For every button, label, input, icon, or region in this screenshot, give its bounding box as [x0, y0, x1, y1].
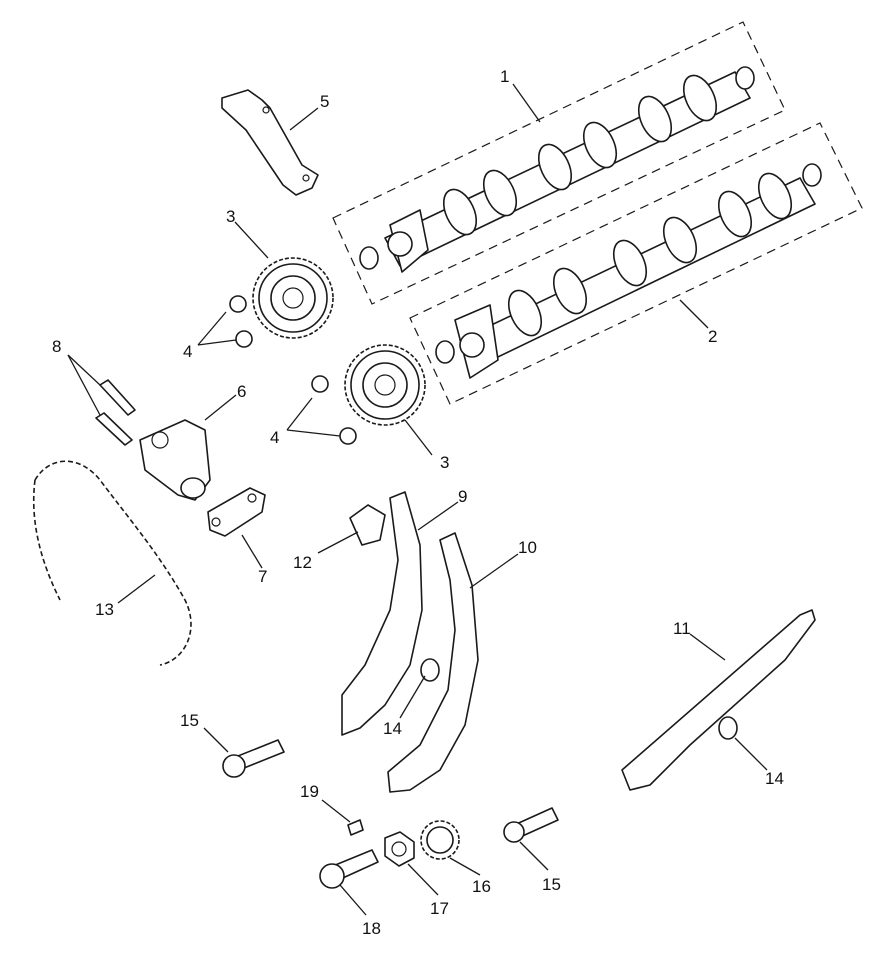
chain-tensioner[interactable]	[139, 419, 211, 501]
camshaft-sprocket-lower[interactable]	[344, 344, 426, 426]
callout-13: 13	[95, 600, 114, 619]
callout-10: 10	[518, 538, 537, 557]
camshaft-1-outline	[332, 21, 786, 305]
crankshaft-nut[interactable]	[384, 831, 415, 867]
guide-pivot-pin[interactable]	[222, 739, 559, 843]
camshaft-intake[interactable]	[359, 66, 755, 273]
upper-chain-guide[interactable]	[221, 89, 319, 196]
callout-18: 18	[362, 919, 381, 938]
callout-17: 17	[430, 899, 449, 918]
callout-3-upper: 3	[226, 207, 235, 226]
callout-19: 19	[300, 782, 319, 801]
callout-8: 8	[52, 337, 61, 356]
tensioner-blade[interactable]	[341, 491, 423, 736]
camshaft-exhaust[interactable]	[435, 163, 822, 379]
callout-1: 1	[500, 67, 509, 86]
callout-16: 16	[472, 877, 491, 896]
timing-chain[interactable]	[32, 460, 192, 666]
spacer-washer[interactable]	[420, 658, 738, 740]
callout-5: 5	[320, 92, 329, 111]
camshaft-sprocket-upper[interactable]	[252, 257, 334, 339]
callout-4-lower: 4	[270, 428, 279, 447]
callout-15-left: 15	[180, 711, 199, 730]
callout-14-left: 14	[383, 719, 402, 738]
callout-14-right: 14	[765, 769, 784, 788]
fixed-chain-guide[interactable]	[387, 532, 479, 793]
crankshaft-sprocket[interactable]	[420, 820, 460, 860]
callout-2: 2	[708, 327, 717, 346]
tensioner-bolt[interactable]	[95, 379, 136, 446]
lower-chain-guide[interactable]	[621, 609, 816, 791]
callout-11: 11	[673, 619, 691, 638]
callout-6: 6	[237, 382, 246, 401]
callout-15-right: 15	[542, 875, 561, 894]
callout-3-lower: 3	[440, 453, 449, 472]
leader-lines	[67, 83, 768, 916]
callout-9: 9	[458, 487, 467, 506]
sprocket-bolt[interactable]	[229, 295, 357, 445]
callout-12: 12	[293, 553, 312, 572]
woodruff-key[interactable]	[347, 819, 364, 836]
camshaft-2-outline	[409, 122, 863, 405]
callout-4-upper: 4	[183, 342, 192, 361]
callout-7: 7	[258, 567, 267, 586]
guide-slipper[interactable]	[349, 504, 386, 546]
crankshaft-bolt[interactable]	[319, 849, 379, 889]
tensioner-gasket[interactable]	[207, 487, 266, 537]
